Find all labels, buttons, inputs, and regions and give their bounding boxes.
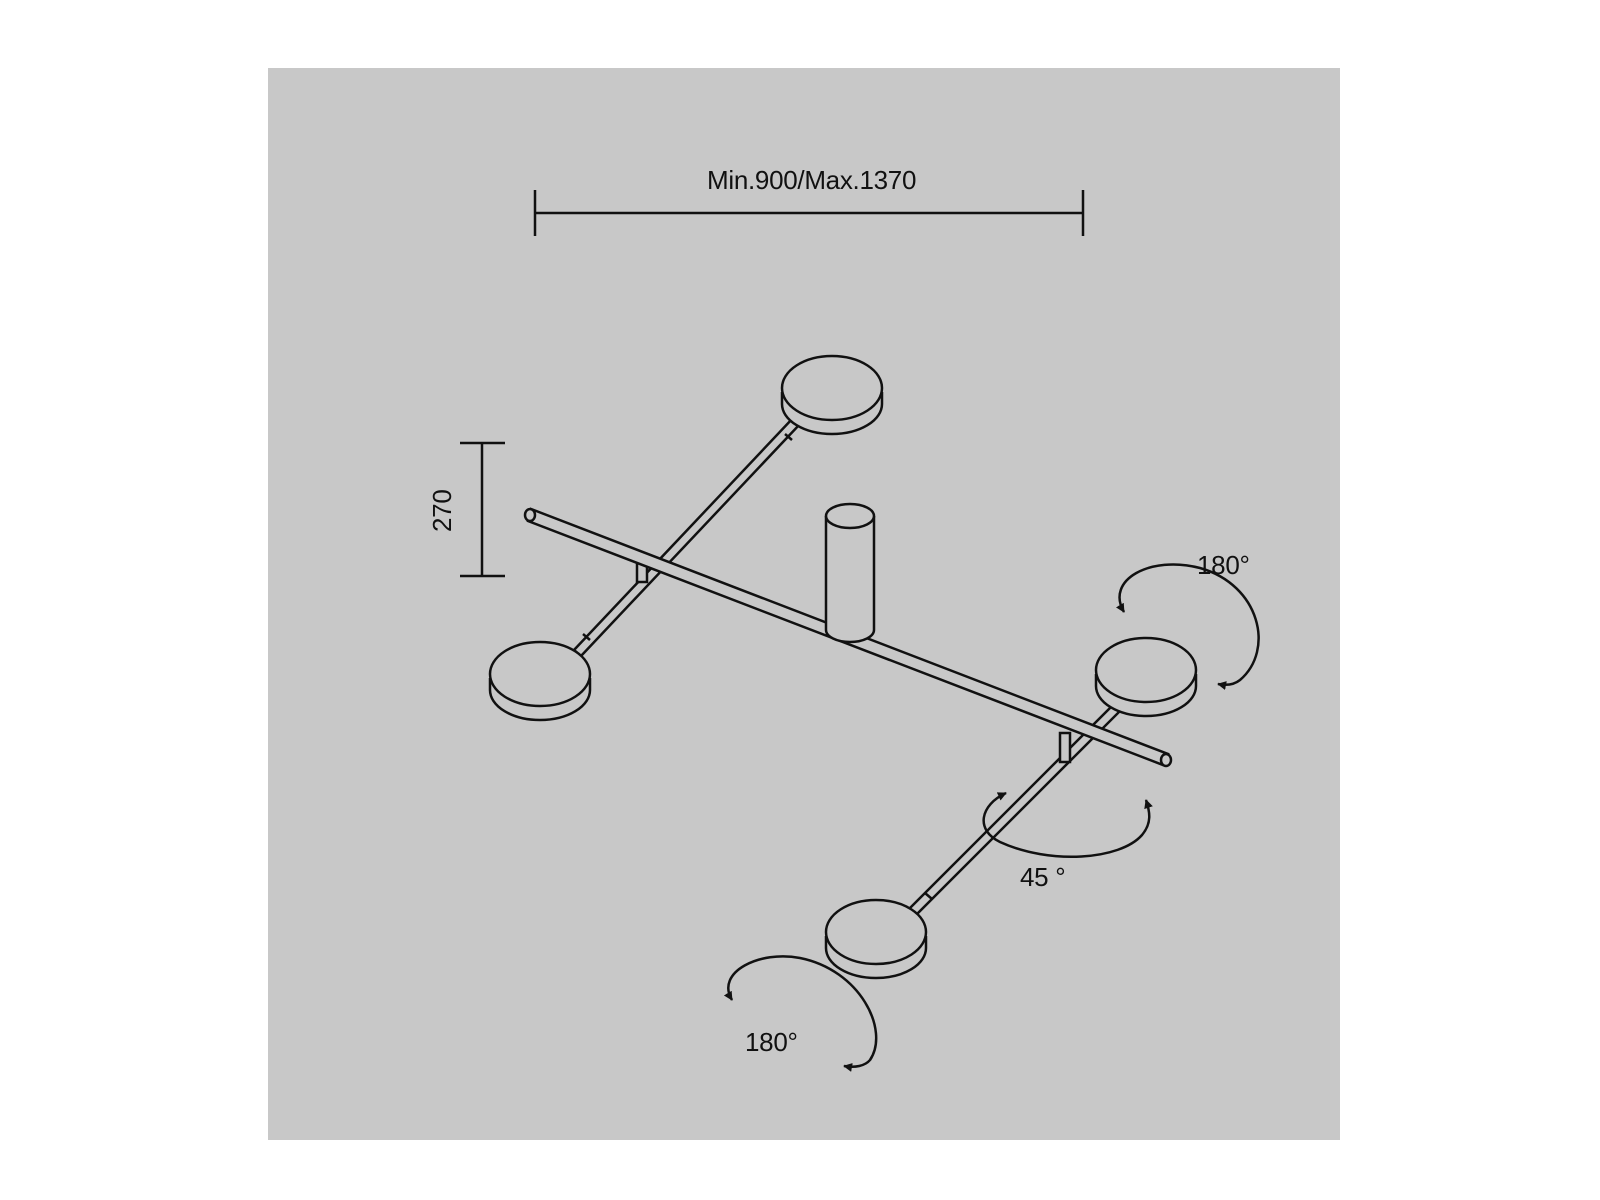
ceiling-canopy bbox=[824, 502, 876, 644]
left-arm bbox=[572, 416, 802, 658]
rotation-arrow-top-right bbox=[1116, 563, 1260, 690]
rotation-arrow-bottom bbox=[723, 955, 878, 1072]
tilt-angle-label: 45 ° bbox=[1020, 862, 1066, 892]
tilt-arrow bbox=[982, 791, 1153, 858]
lamp-head-top bbox=[780, 354, 884, 436]
width-dimension-label: Min.900/Max.1370 bbox=[707, 165, 917, 195]
rotation-label-bottom: 180° bbox=[745, 1027, 798, 1057]
width-dimension-line bbox=[533, 190, 1085, 236]
height-dimension-line bbox=[460, 441, 505, 578]
lamp-head-right bbox=[1094, 636, 1198, 718]
rotation-label-top-right: 180° bbox=[1197, 550, 1250, 580]
lamp-head-bottom bbox=[824, 898, 928, 980]
lamp-head-left bbox=[488, 640, 592, 722]
height-dimension-label: 270 bbox=[427, 489, 457, 532]
